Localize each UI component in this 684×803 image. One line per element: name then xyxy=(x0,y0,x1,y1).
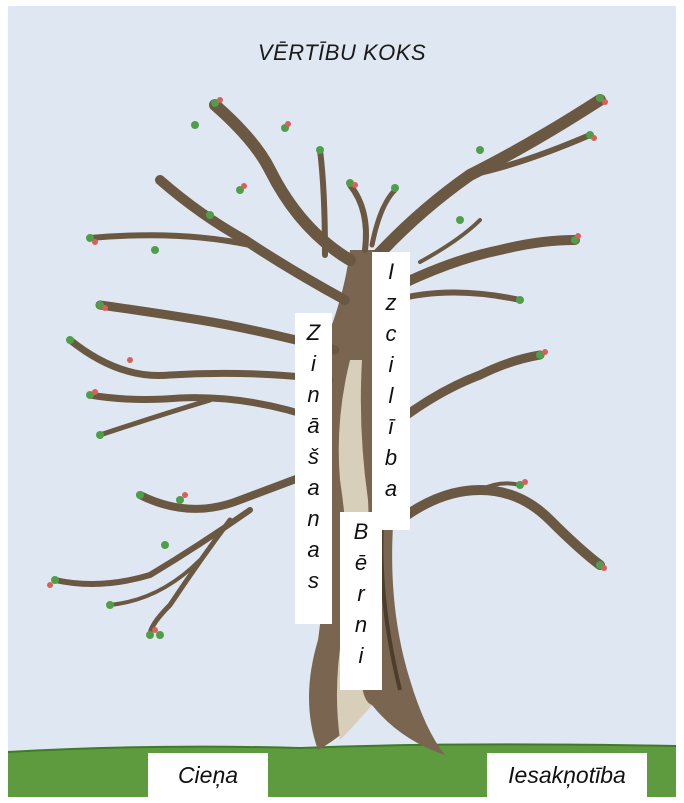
label-letter: z xyxy=(386,287,397,318)
label-letter: n xyxy=(307,503,319,534)
label-iesaknotiba: Iesakņotība xyxy=(487,753,647,797)
label-letter: a xyxy=(307,534,319,565)
label-letter: I xyxy=(388,256,394,287)
label-letter: ē xyxy=(355,547,367,578)
label-letter: l xyxy=(389,380,394,411)
label-letter: b xyxy=(385,442,397,473)
label-letter: i xyxy=(389,349,394,380)
label-letter: i xyxy=(359,640,364,671)
label-ciena: Cieņa xyxy=(148,753,268,797)
label-letter: Z xyxy=(307,317,320,348)
label-letter: ā xyxy=(307,410,319,441)
label-letter: n xyxy=(307,379,319,410)
page-title: VĒRTĪBU KOKS xyxy=(0,40,684,66)
label-letter: n xyxy=(355,609,367,640)
label-letter: a xyxy=(385,473,397,504)
label-letter: a xyxy=(307,472,319,503)
label-letter: š xyxy=(308,441,319,472)
label-letter: r xyxy=(357,578,364,609)
label-letter: ī xyxy=(389,411,394,442)
label-letter: B xyxy=(354,516,369,547)
label-letter: s xyxy=(308,565,319,596)
label-letter: i xyxy=(311,348,316,379)
label-letter: c xyxy=(386,318,397,349)
